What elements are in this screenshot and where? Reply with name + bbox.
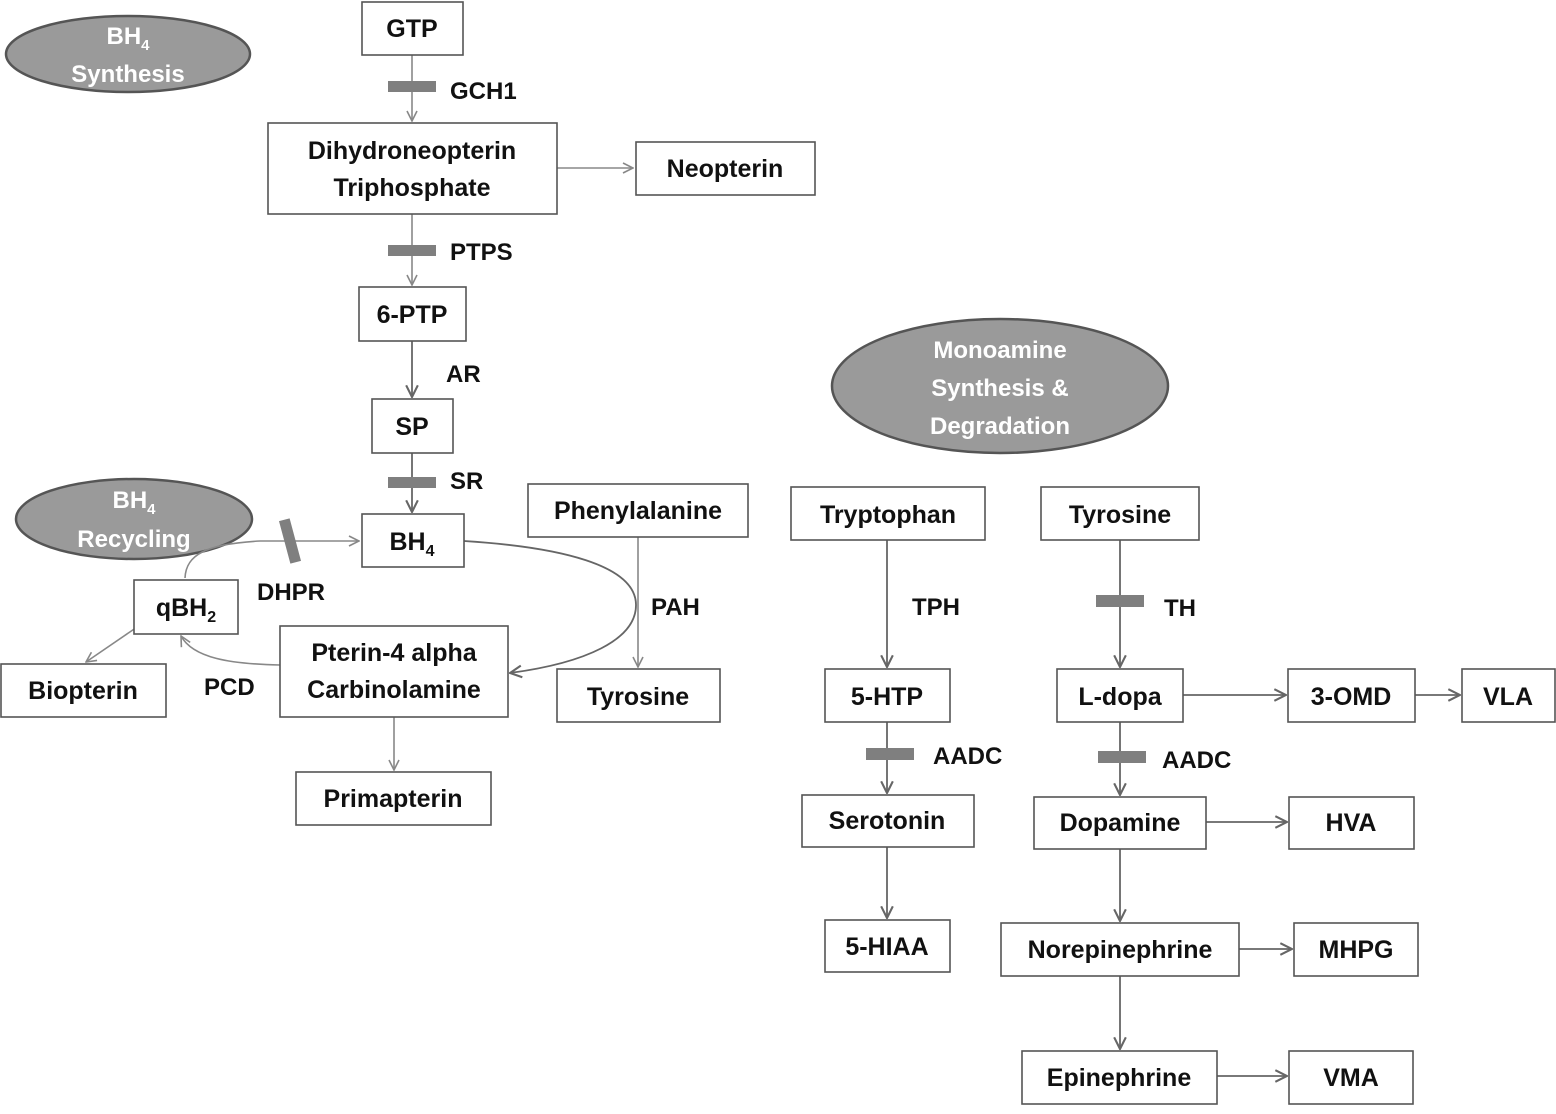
node-6-ptp: 6-PTP — [358, 286, 467, 342]
svg-text:Epinephrine: Epinephrine — [1047, 1064, 1192, 1092]
enzyme-ptps: PTPS — [450, 239, 513, 266]
ptps-block-bar — [388, 245, 436, 256]
edges-bh4-recycling — [86, 537, 638, 770]
node-sp: SP — [371, 398, 454, 454]
enzyme-pah: PAH — [651, 594, 700, 621]
svg-text:qBH2: qBH2 — [156, 594, 216, 626]
node-phenylalanine: Phenylalanine — [527, 483, 749, 538]
enzyme-sr: SR — [450, 468, 483, 495]
svg-text:Dopamine: Dopamine — [1060, 809, 1181, 837]
svg-text:Tryptophan: Tryptophan — [820, 501, 956, 529]
svg-text:6-PTP: 6-PTP — [377, 301, 448, 329]
svg-text:Synthesis: Synthesis — [71, 61, 184, 88]
monoamine-badge: Monoamine Synthesis & Degradation — [830, 317, 1170, 455]
enzyme-gch1: GCH1 — [450, 78, 517, 105]
svg-text:Norepinephrine: Norepinephrine — [1028, 936, 1213, 964]
enzyme-aadc-5htp: AADC — [933, 743, 1002, 770]
svg-text:SP: SP — [395, 413, 428, 441]
enzyme-aadc-ldopa: AADC — [1162, 747, 1231, 774]
node-gtp: GTP — [361, 1, 464, 56]
svg-text:BH4: BH4 — [106, 23, 150, 54]
svg-text:3-OMD: 3-OMD — [1311, 683, 1392, 711]
svg-text:Serotonin: Serotonin — [829, 807, 946, 835]
node-tryptophan: Tryptophan — [790, 486, 986, 541]
enzyme-th: TH — [1164, 595, 1196, 622]
enzyme-dhpr: DHPR — [257, 579, 325, 606]
svg-text:HVA: HVA — [1326, 809, 1377, 837]
node-dopamine: Dopamine — [1033, 796, 1207, 850]
svg-text:MHPG: MHPG — [1319, 936, 1394, 964]
svg-text:Tyrosine: Tyrosine — [587, 683, 689, 711]
node-tyrosine-right: Tyrosine — [1040, 486, 1200, 541]
svg-text:BH4: BH4 — [389, 528, 434, 560]
enzyme-tph: TPH — [912, 594, 960, 621]
svg-text:VLA: VLA — [1483, 683, 1533, 711]
svg-text:Degradation: Degradation — [930, 413, 1070, 440]
node-norepinephrine: Norepinephrine — [1000, 922, 1240, 977]
svg-text:5-HTP: 5-HTP — [851, 683, 923, 711]
enzyme-labels: GCH1 PTPS AR SR DHPR PCD PAH TPH AADC TH… — [204, 78, 1231, 774]
node-l-dopa: L-dopa — [1056, 668, 1184, 723]
svg-text:Neopterin: Neopterin — [667, 155, 784, 183]
svg-text:BH4: BH4 — [112, 487, 156, 518]
bh4-recycling-badge: BH4 Recycling — [14, 477, 254, 561]
svg-text:Monoamine: Monoamine — [933, 337, 1066, 364]
node-vma: VMA — [1288, 1050, 1414, 1105]
svg-text:Tyrosine: Tyrosine — [1069, 501, 1171, 529]
node-neopterin: Neopterin — [635, 141, 816, 196]
node-hva: HVA — [1288, 796, 1415, 850]
node-mhpg: MHPG — [1293, 922, 1419, 977]
enzyme-ar: AR — [446, 361, 481, 388]
aadc-ldopa-block-bar — [1098, 751, 1146, 763]
gch1-block-bar — [388, 81, 436, 92]
svg-text:Recycling: Recycling — [77, 526, 190, 553]
aadc-5htp-block-bar — [866, 748, 914, 760]
node-pterin-4-alpha-carbinolamine: Pterin-4 alpha Carbinolamine — [279, 625, 509, 718]
svg-text:Pterin-4 alpha: Pterin-4 alpha — [311, 639, 477, 667]
node-primapterin: Primapterin — [295, 771, 492, 826]
node-bh4: BH4 — [361, 513, 465, 568]
dhpr-block-bar — [278, 518, 302, 564]
svg-text:Carbinolamine: Carbinolamine — [307, 676, 481, 704]
svg-text:VMA: VMA — [1323, 1064, 1379, 1092]
edges-catecholamine — [1120, 540, 1460, 1076]
svg-text:Phenylalanine: Phenylalanine — [554, 497, 722, 525]
node-vla: VLA — [1461, 668, 1556, 723]
node-qbh2: qBH2 — [133, 579, 239, 635]
node-5-hiaa: 5-HIAA — [824, 919, 951, 973]
svg-text:L-dopa: L-dopa — [1078, 683, 1162, 711]
svg-text:Primapterin: Primapterin — [324, 785, 463, 813]
svg-text:GTP: GTP — [386, 15, 437, 43]
node-dihydroneopterin-triphosphate: Dihydroneopterin Triphosphate — [267, 122, 558, 215]
bh4-synthesis-badge: BH4 Synthesis — [4, 14, 252, 94]
node-epinephrine: Epinephrine — [1021, 1050, 1218, 1105]
svg-text:Triphosphate: Triphosphate — [334, 174, 491, 202]
enzyme-pcd: PCD — [204, 674, 255, 701]
th-block-bar — [1096, 595, 1144, 607]
node-5-htp: 5-HTP — [824, 668, 951, 723]
svg-text:Biopterin: Biopterin — [28, 677, 138, 705]
svg-text:Synthesis &: Synthesis & — [931, 375, 1068, 402]
sr-block-bar — [388, 477, 436, 488]
node-3-omd: 3-OMD — [1287, 668, 1416, 723]
svg-text:5-HIAA: 5-HIAA — [845, 933, 928, 961]
node-tyrosine-left: Tyrosine — [556, 668, 721, 723]
svg-text:Dihydroneopterin: Dihydroneopterin — [308, 137, 516, 165]
node-biopterin: Biopterin — [0, 663, 167, 718]
node-serotonin: Serotonin — [801, 794, 975, 848]
